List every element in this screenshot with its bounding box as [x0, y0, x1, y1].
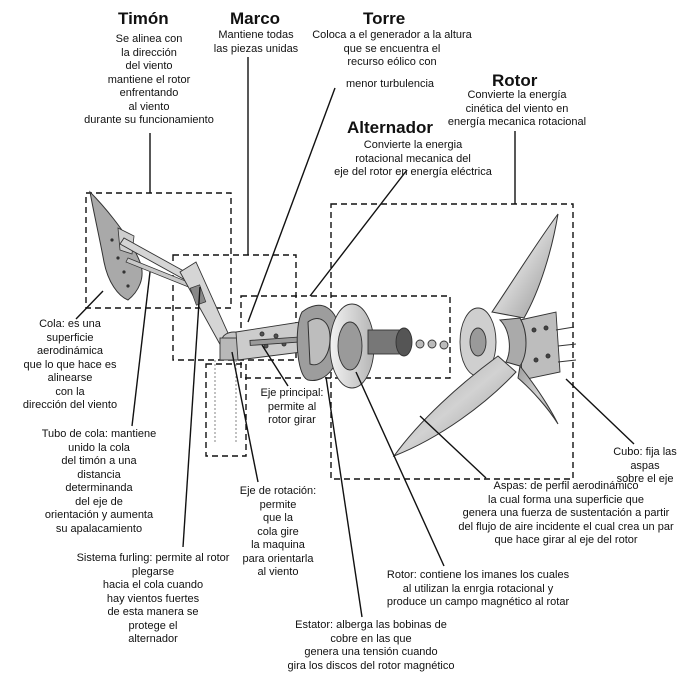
callout-cola: Cola: es una superficie aerodinámica que…: [22, 318, 118, 411]
heading-torre: Torre: [363, 9, 406, 28]
desc-rotor: Convierte la energía cinética del viento…: [447, 89, 587, 128]
callout-sistema-furling: Sistema furling: permite al rotor plegar…: [76, 552, 230, 645]
heading-timon: Timón: [118, 9, 169, 28]
timon-dashed-box: [85, 192, 232, 309]
callout-aspas: Aspas: de perfil aerodinámico la cual fo…: [458, 480, 674, 546]
heading-alternador: Alternador: [347, 118, 433, 137]
marco-dashed-box: [172, 254, 297, 361]
desc-marco: Mantiene todas las piezas unidas: [213, 29, 299, 55]
callout-rotor-parte: Rotor: contiene los imanes los cuales al…: [386, 569, 570, 608]
callout-cubo: Cubo: fija las aspas sobre el eje: [613, 446, 677, 485]
alternator-rotor-shape: [329, 303, 449, 389]
rotor-dashed-box: [330, 203, 574, 480]
heading-rotor: Rotor: [492, 71, 538, 90]
heading-marco: Marco: [230, 9, 281, 28]
desc-torre: Coloca a el generador a la altura que se…: [312, 29, 472, 68]
desc-timon: Se alinea con la dirección del viento ma…: [84, 33, 214, 126]
desc-alternador: Convierte la energia rotacional mecanica…: [334, 139, 492, 178]
stator-shape: [296, 304, 341, 381]
callout-tubo-de-cola: Tubo de cola: mantiene unido la cola del…: [41, 428, 157, 535]
callout-estator: Estator: alberga las bobinas de cobre en…: [287, 619, 455, 672]
callout-eje-de-rotacion: Eje de rotación: permite que la cola gir…: [239, 485, 317, 578]
callout-eje-principal: Eje principal: permite al rotor girar: [260, 387, 324, 426]
hub-plate-shape: [459, 307, 577, 381]
desc-torre-last: menor turbulencia: [345, 78, 435, 90]
torre-dashed-box: [205, 363, 247, 457]
